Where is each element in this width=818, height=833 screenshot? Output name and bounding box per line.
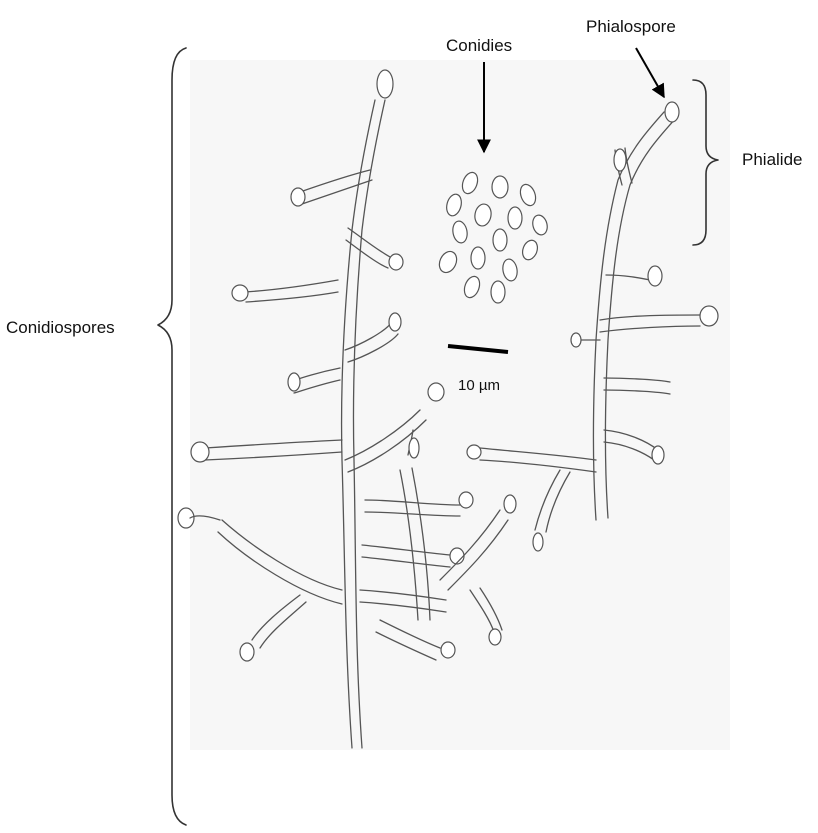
phialide-label: Phialide: [742, 150, 803, 170]
drawing-panel: [190, 60, 730, 750]
phialospore-label: Phialospore: [586, 17, 676, 37]
conidiospores-label: Conidiospores: [6, 318, 115, 338]
conidies-label: Conidies: [446, 36, 512, 56]
conidiospores-brace: [158, 48, 186, 825]
scale-bar-label: 10 µm: [458, 377, 500, 394]
